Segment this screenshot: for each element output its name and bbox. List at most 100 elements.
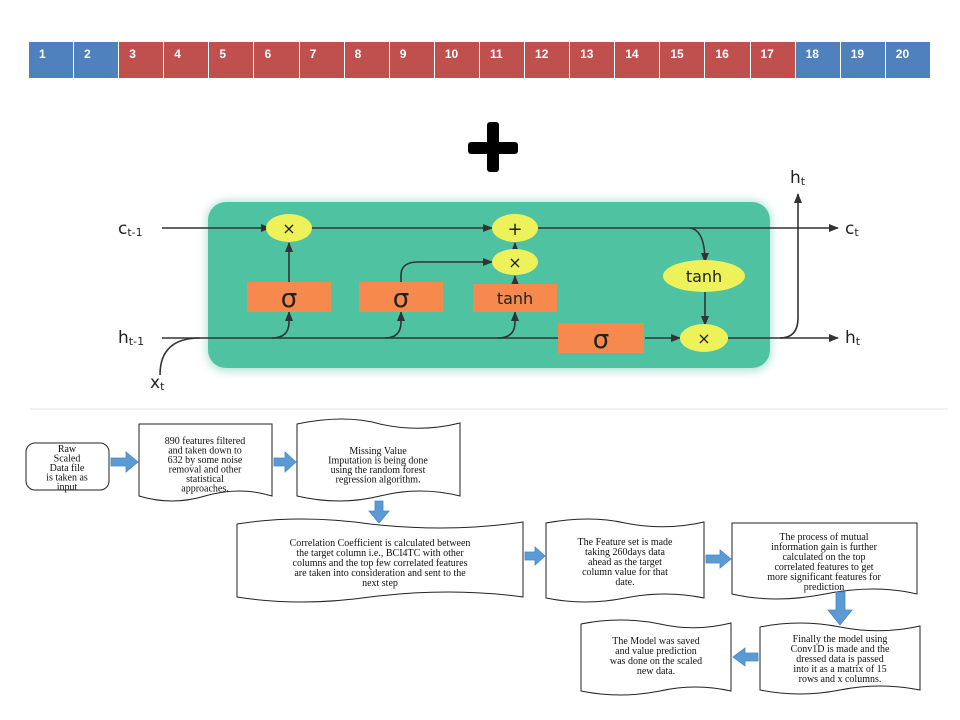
flow-step-text: into it as a matrix of 15 bbox=[793, 664, 886, 675]
c-next-label: ct bbox=[845, 219, 859, 239]
flow-step-text: Finally the model using bbox=[793, 634, 888, 645]
op-symbol: + bbox=[507, 219, 522, 240]
op-symbol: × bbox=[282, 219, 295, 238]
flow-arrow bbox=[273, 451, 297, 473]
sigma-label: σ bbox=[393, 284, 409, 314]
flow-step-text: The Feature set is made bbox=[578, 537, 674, 548]
sequence-cell: 11 bbox=[479, 42, 526, 78]
flow-step-text: Imputation is being done bbox=[328, 456, 428, 467]
sequence-cell: 13 bbox=[570, 42, 616, 78]
flow-step-text: calculated on the top bbox=[782, 552, 865, 563]
tanh-label: tanh bbox=[497, 289, 533, 308]
flow-step-text: rows and x columns. bbox=[799, 674, 882, 685]
flow-step-text: approaches. bbox=[181, 484, 228, 495]
flow-step-text: dressed data is passed bbox=[796, 654, 883, 665]
flow-arrow bbox=[732, 647, 759, 667]
flow-step-text: Scaled bbox=[54, 454, 81, 465]
flow-step-text: the target column i.e., BCI4TC with othe… bbox=[296, 548, 464, 559]
add-op bbox=[492, 214, 538, 242]
sequence-cell: 4 bbox=[164, 42, 210, 78]
flow-step-text: is taken as bbox=[46, 473, 88, 484]
sigma-gate-input bbox=[359, 282, 443, 312]
flow-step-text: The process of mutual bbox=[779, 532, 868, 543]
flow-step-text: and value prediction bbox=[615, 646, 697, 657]
sequence-cell: 2 bbox=[74, 42, 120, 78]
sequence-cell: 10 bbox=[434, 42, 480, 78]
flow-step-text: correlated features to get bbox=[774, 562, 873, 573]
flow-step-text: columns and the top few correlated featu… bbox=[293, 558, 468, 569]
sequence-cell: 6 bbox=[254, 42, 300, 78]
sigma-gate-output bbox=[558, 323, 644, 353]
flow-step-text: Data file bbox=[50, 463, 85, 474]
h-top-label: ht bbox=[790, 168, 806, 188]
sequence-cell: 7 bbox=[299, 42, 345, 78]
flow-step-text: regression algorithm. bbox=[336, 475, 421, 486]
sequence-cell: 3 bbox=[119, 42, 165, 78]
step-mutual-info bbox=[731, 522, 918, 600]
flow-step-text: ahead as the target bbox=[588, 557, 662, 568]
x-input-label: xt bbox=[150, 373, 165, 393]
step-filter bbox=[138, 423, 273, 502]
flow-step-text: date. bbox=[615, 577, 634, 588]
flow-step-text: 890 features filtered bbox=[165, 436, 246, 447]
flow-step-text: The Model was saved bbox=[612, 636, 699, 647]
step-correlation bbox=[236, 518, 524, 603]
flow-step-text: using the random forest bbox=[331, 465, 426, 476]
sigma-gate-forget bbox=[247, 282, 331, 312]
flow-step-text: was done on the scaled bbox=[610, 656, 702, 667]
sigma-label: σ bbox=[281, 284, 297, 314]
sequence-cell: 8 bbox=[344, 42, 390, 78]
sequence-cell: 20 bbox=[885, 42, 931, 78]
sequence-cell: 15 bbox=[660, 42, 706, 78]
flow-arrow bbox=[705, 549, 732, 569]
h-next-label: ht bbox=[845, 328, 861, 348]
flow-step-text: and taken down to bbox=[168, 446, 242, 457]
tanh-gate bbox=[473, 284, 557, 312]
sigma-label: σ bbox=[593, 325, 609, 355]
sequence-cell: 12 bbox=[525, 42, 571, 78]
multiply-op-output bbox=[680, 324, 728, 352]
flow-arrow bbox=[524, 546, 546, 566]
flow-step-text: next step bbox=[362, 578, 398, 589]
tanh-op-label: tanh bbox=[686, 267, 722, 286]
multiply-op-forget bbox=[266, 214, 312, 242]
flow-arrow bbox=[827, 591, 853, 626]
step-raw-data bbox=[25, 442, 110, 491]
flow-step-text: Missing Value bbox=[349, 446, 407, 457]
flow-step-text: Correlation Coefficient is calculated be… bbox=[290, 538, 471, 549]
flow-step-text: input bbox=[57, 482, 78, 493]
sequence-cell: 16 bbox=[705, 42, 751, 78]
step-feature-set bbox=[545, 518, 705, 603]
c-prev-label: ct-1 bbox=[118, 219, 143, 239]
tanh-op-output bbox=[663, 260, 745, 292]
sequence-cell: 18 bbox=[795, 42, 841, 78]
flow-arrow bbox=[368, 500, 390, 524]
sequence-cell: 9 bbox=[389, 42, 435, 78]
op-symbol: × bbox=[697, 329, 710, 348]
sequence-cell: 14 bbox=[615, 42, 661, 78]
step-impute bbox=[296, 418, 461, 502]
flow-step-text: information gain is further bbox=[771, 542, 877, 553]
sequence-cell: 17 bbox=[750, 42, 796, 78]
flow-step-text: more significant features for bbox=[767, 572, 881, 583]
multiply-op-input bbox=[492, 249, 538, 275]
flow-step-text: taking 260days data bbox=[585, 547, 666, 558]
h-prev-label: ht-1 bbox=[118, 328, 144, 348]
flow-step-text: Raw bbox=[58, 444, 77, 455]
flow-step-text: 632 by some noise bbox=[168, 455, 243, 466]
plus-sign-icon bbox=[468, 122, 518, 172]
flow-step-text: prediction bbox=[804, 582, 845, 593]
flow-step-text: statistical bbox=[186, 474, 224, 485]
sequence-cell: 1 bbox=[29, 42, 75, 78]
flow-step-text: Conv1D is made and the bbox=[791, 644, 890, 655]
sequence-cell: 5 bbox=[209, 42, 255, 78]
flow-step-text: column value for that bbox=[582, 567, 668, 578]
flow-step-text: are taken into consideration and sent to… bbox=[294, 568, 466, 579]
op-symbol: × bbox=[508, 253, 521, 272]
flow-step-text: new data. bbox=[637, 666, 675, 677]
step-model-saved bbox=[580, 619, 732, 696]
flow-arrow bbox=[110, 451, 139, 473]
